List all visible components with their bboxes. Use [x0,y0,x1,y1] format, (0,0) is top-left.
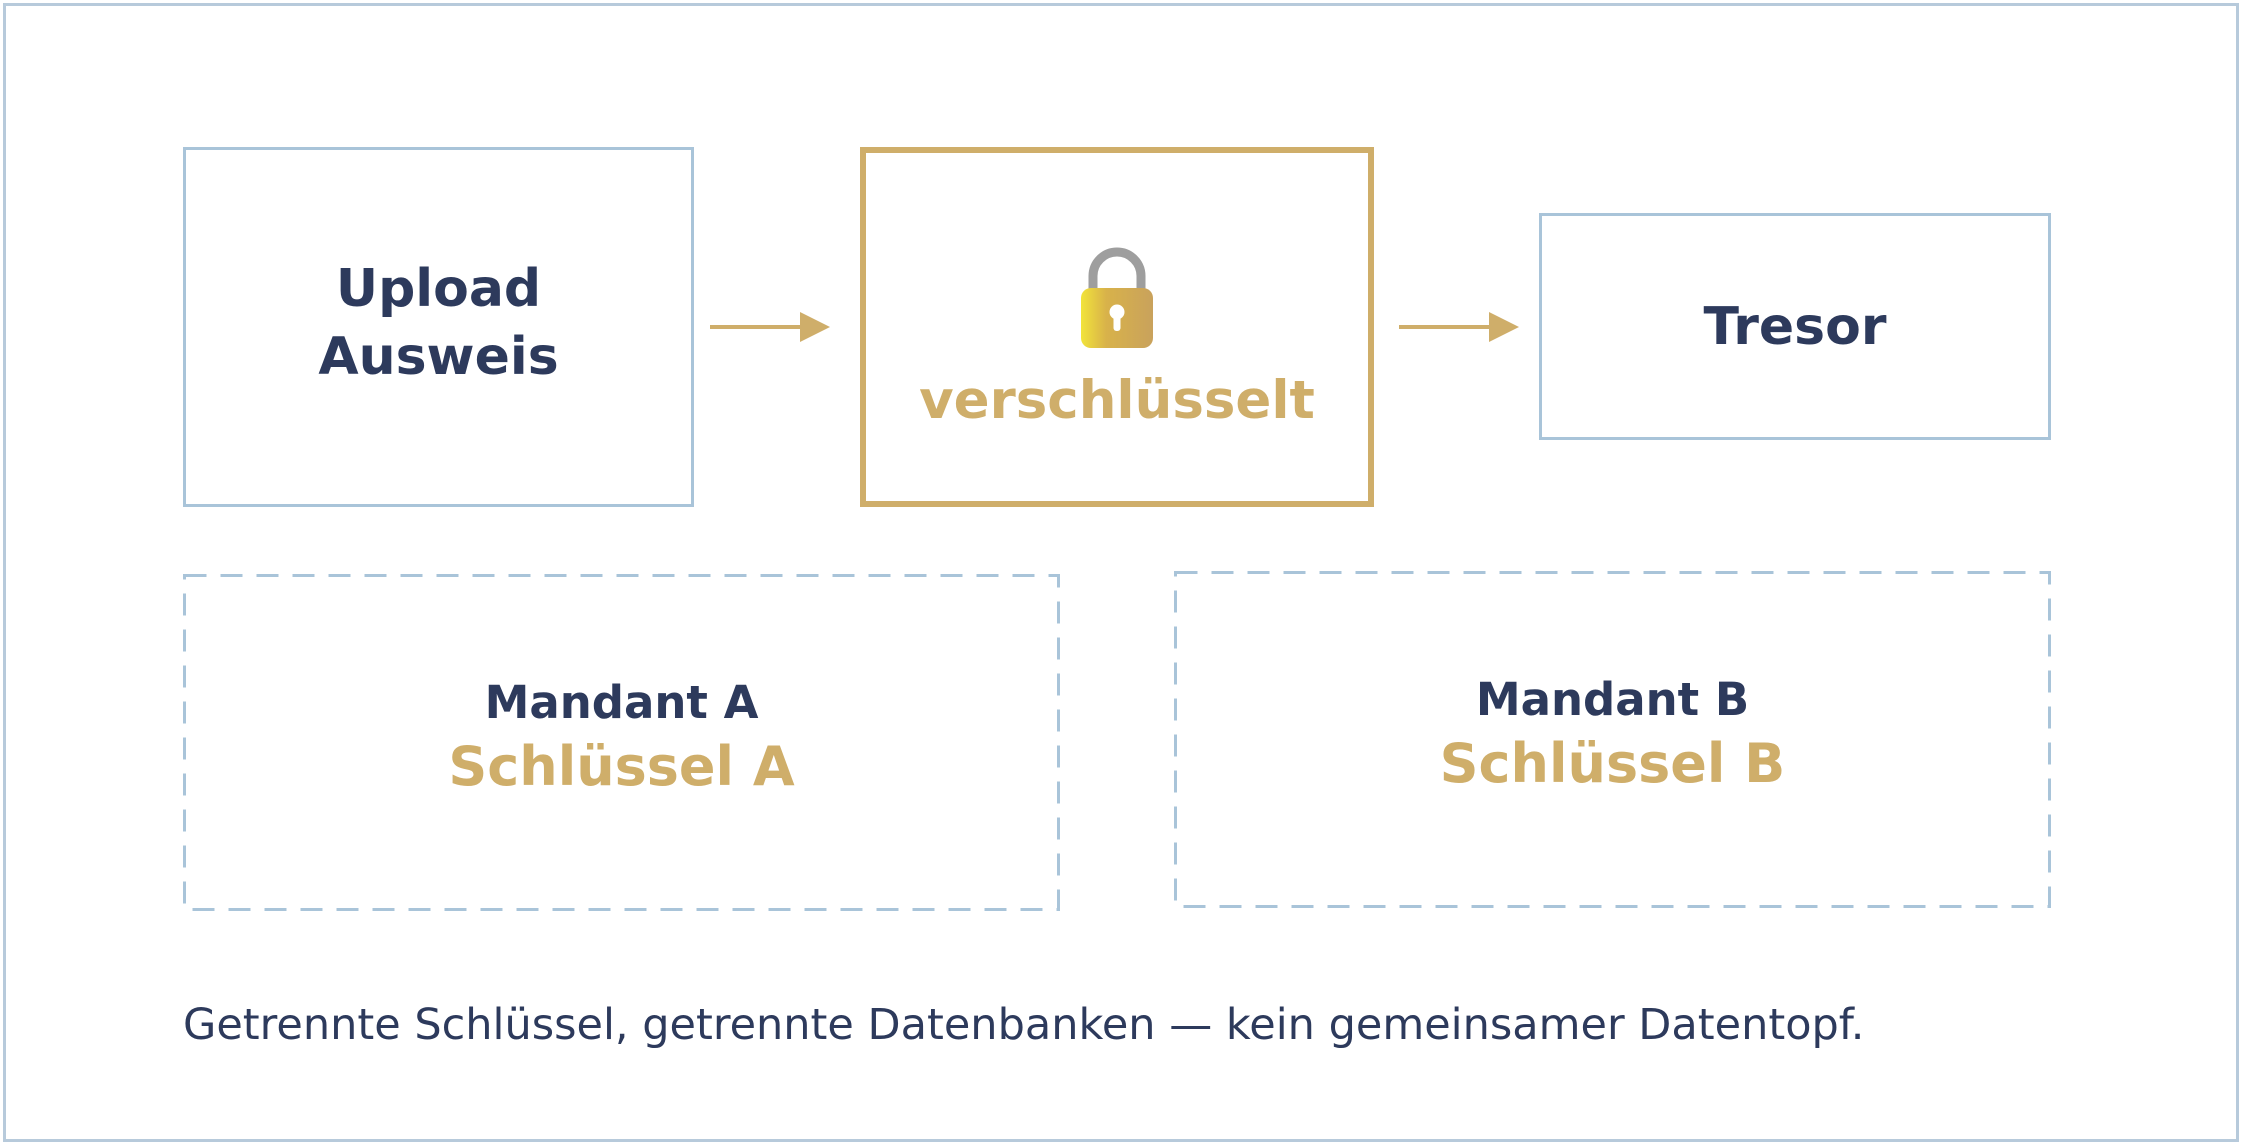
tenant-box-border [183,574,1060,911]
tenant-box-b: Mandant B Schlüssel B [1174,571,2051,908]
diagram-caption: Getrennte Schlüssel, getrennte Datenbank… [183,1000,1865,1050]
upload-label-line1: Upload [335,259,542,319]
tenant-box-border [1174,571,2051,908]
tenant-name: Mandant B [1475,672,1750,726]
encryption-label: verschlüsselt [919,370,1315,431]
upload-label-line2: Ausweis [318,327,559,387]
tenant-key: Schlüssel B [1439,731,1786,795]
arrow-right-icon [1399,312,1519,342]
tenant-name: Mandant A [484,675,759,729]
encryption-box: verschlüsselt [860,147,1374,507]
tresor-label: Tresor [1703,296,1887,357]
lock-icon [1081,247,1153,348]
tresor-box: Tresor [1539,213,2051,440]
arrow-right-icon [710,312,830,342]
tenant-box-a: Mandant A Schlüssel A [183,574,1060,911]
upload-box: Upload Ausweis [183,147,694,507]
tenant-key: Schlüssel A [448,734,795,798]
